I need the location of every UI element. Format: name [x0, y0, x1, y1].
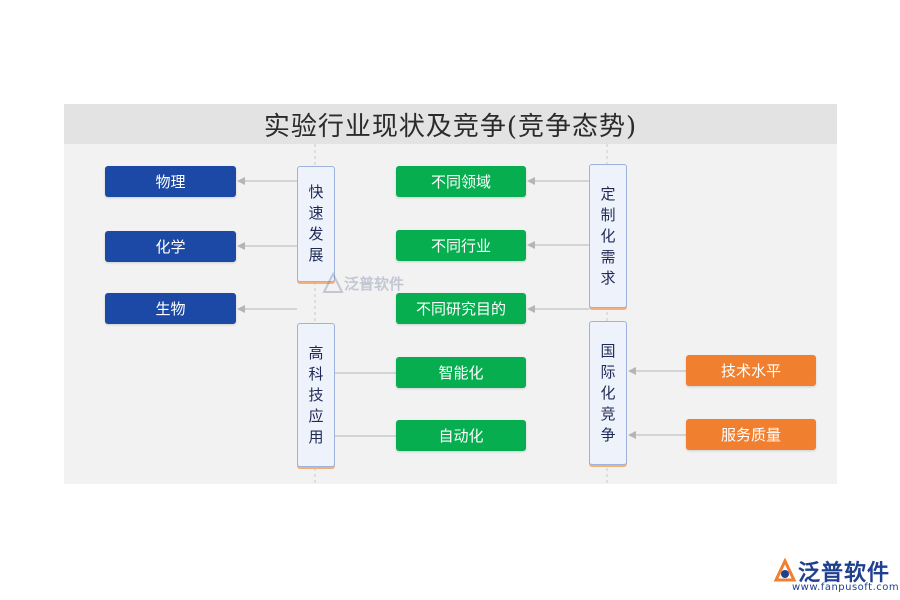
brand-url: www.fanpusoft.com — [792, 582, 900, 593]
middle-item-1: 不同领域 — [396, 166, 526, 197]
brand-name: 泛普软件 — [798, 561, 891, 586]
middle-item-2: 不同行业 — [396, 230, 526, 261]
col2-bottom-char: 竞 — [600, 404, 616, 423]
col2-top-char: 需 — [600, 247, 616, 266]
left-item-2: 化学 — [105, 231, 236, 262]
col1-bottom-char: 技 — [308, 385, 324, 404]
col2-top-box: 定 制 化 需 求 — [589, 164, 627, 308]
col2-top-char: 求 — [600, 268, 616, 287]
middle-item-4: 智能化 — [396, 357, 526, 388]
col1-bottom-box: 高 科 技 应 用 — [297, 323, 335, 467]
col2-bottom-char: 化 — [600, 383, 616, 402]
watermark-logo-icon — [322, 272, 344, 293]
col1-bottom-char: 科 — [308, 364, 324, 383]
left-item-1: 物理 — [105, 166, 236, 197]
watermark: 泛普软件 — [322, 272, 404, 294]
middle-item-3: 不同研究目的 — [396, 293, 526, 324]
col1-top-box: 快 速 发 展 — [297, 166, 335, 282]
col1-bottom-char: 应 — [308, 406, 324, 425]
col1-bottom-char: 用 — [308, 427, 324, 446]
middle-item-5: 自动化 — [396, 420, 526, 451]
col2-top-char: 定 — [600, 184, 616, 203]
col1-bottom-char: 高 — [308, 343, 324, 362]
diagram-title: 实验行业现状及竞争(竞争态势) — [64, 104, 837, 144]
col2-bottom-char: 争 — [600, 425, 616, 444]
col1-top-char: 展 — [308, 246, 324, 264]
col1-top-char: 速 — [308, 204, 324, 222]
left-item-3: 生物 — [105, 293, 236, 324]
col2-bottom-char: 际 — [600, 362, 616, 381]
col2-top-char: 制 — [600, 205, 616, 224]
right-item-2: 服务质量 — [686, 419, 816, 450]
col2-bottom-char: 国 — [600, 341, 616, 360]
watermark-text: 泛普软件 — [344, 274, 405, 293]
col1-top-char: 发 — [308, 225, 324, 243]
col1-top-char: 快 — [308, 183, 324, 201]
right-item-1: 技术水平 — [686, 355, 816, 386]
col2-top-char: 化 — [600, 226, 616, 245]
brand-logo: 泛普软件 — [772, 555, 890, 587]
col2-bottom-box: 国 际 化 竞 争 — [589, 321, 627, 465]
brand-logo-icon — [773, 558, 797, 582]
